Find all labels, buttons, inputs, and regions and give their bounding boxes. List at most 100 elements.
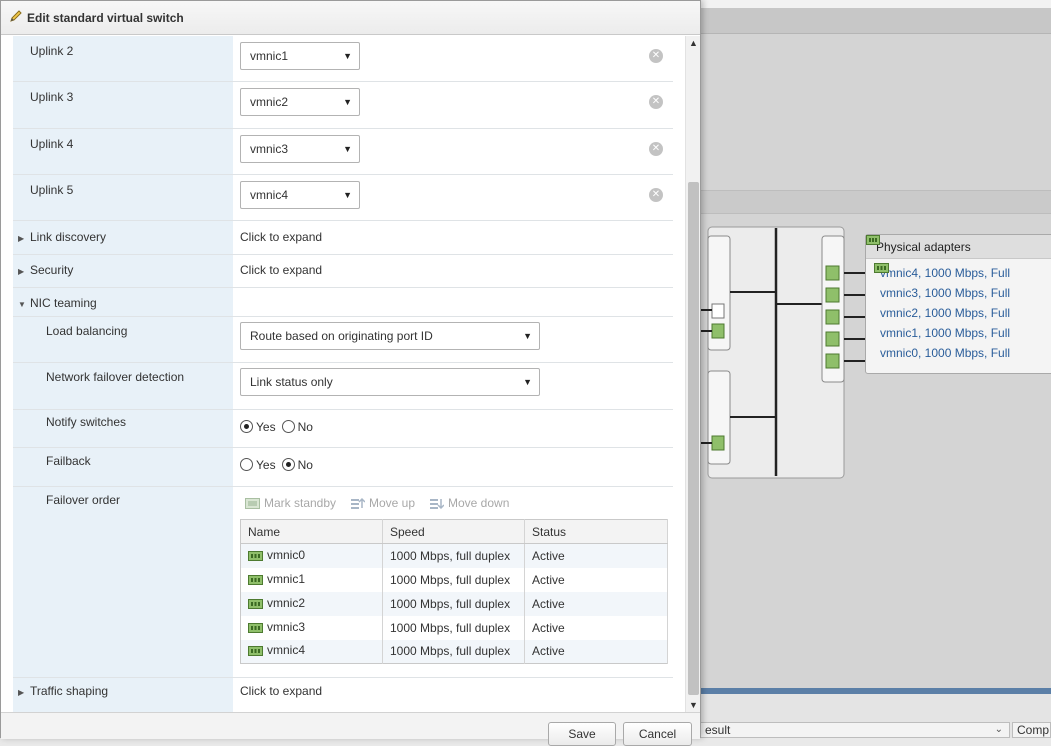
notify-switches-row: Notify switches Yes No <box>13 410 673 448</box>
security-row[interactable]: ▶Security Click to expand <box>13 255 673 288</box>
physical-adapters-panel: Physical adapters vmnic4, 1000 Mbps, Ful… <box>865 234 1051 374</box>
close-circle-icon[interactable]: ✕ <box>649 95 663 109</box>
link-discovery-expand[interactable]: Click to expand <box>240 230 323 244</box>
security-expand[interactable]: Click to expand <box>240 263 323 277</box>
dialog-body: Uplink 2 vmnic1▼ ✕ Uplink 3 vmnic2▼ ✕ Up… <box>13 36 673 712</box>
failover-detection-select[interactable]: Link status only▼ <box>240 368 540 396</box>
security-label[interactable]: ▶Security <box>18 263 74 277</box>
result-dropdown-text: esult <box>705 723 731 737</box>
topology-graphic <box>700 226 866 479</box>
move-down-button[interactable]: Move down <box>429 496 509 513</box>
scrollbar-thumb[interactable] <box>688 182 699 695</box>
physical-adapter-label: vmnic4, 1000 Mbps, Full <box>880 266 1011 280</box>
physical-adapter-item[interactable]: vmnic0, 1000 Mbps, Full <box>874 263 1010 363</box>
nic-name-cell: vmnic4 <box>240 639 383 664</box>
failback-yes-label[interactable]: Yes <box>256 458 276 472</box>
uplink-label: Uplink 5 <box>30 183 74 197</box>
nic-name: vmnic3 <box>267 619 306 634</box>
column-header-status[interactable]: Status <box>524 519 668 544</box>
dropdown-arrow-icon: ▼ <box>343 97 352 107</box>
uplink-row: Uplink 3 vmnic2▼ ✕ <box>13 82 673 129</box>
move-up-button[interactable]: Move up <box>350 496 415 513</box>
traffic-shaping-expand[interactable]: Click to expand <box>240 684 323 698</box>
physical-adapter-label: vmnic2, 1000 Mbps, Full <box>880 306 1011 320</box>
link-discovery-label[interactable]: ▶Link discovery <box>18 230 107 244</box>
notify-yes-label[interactable]: Yes <box>256 420 276 434</box>
scroll-up-arrow-icon[interactable]: ▲ <box>689 38 698 48</box>
uplink-select[interactable]: vmnic4▼ <box>240 181 360 209</box>
link-discovery-row[interactable]: ▶Link discovery Click to expand <box>13 221 673 255</box>
expand-triangle-icon: ▶ <box>18 267 25 276</box>
column-header-name[interactable]: Name <box>240 519 383 544</box>
load-balancing-select[interactable]: Route based on originating port ID▼ <box>240 322 540 350</box>
uplink-label: Uplink 4 <box>30 137 74 151</box>
physical-adapter-item[interactable]: vmnic1, 1000 Mbps, Full <box>874 263 1011 343</box>
nic-icon <box>248 574 263 588</box>
nic-name: vmnic1 <box>267 571 306 586</box>
background-top-band <box>700 0 1051 8</box>
chevron-down-icon: ⌄ <box>994 724 1003 735</box>
nic-name: vmnic0 <box>267 547 306 562</box>
failback-no-radio[interactable] <box>281 458 295 471</box>
comp-column-header[interactable]: Comp <box>1012 722 1051 738</box>
uplink-row: Uplink 4 vmnic3▼ ✕ <box>13 129 673 175</box>
notify-switches-options: Yes No <box>240 420 319 434</box>
nic-name-cell: vmnic0 <box>240 543 383 568</box>
uplink-label: Uplink 3 <box>30 90 74 104</box>
physical-adapter-item[interactable]: vmnic4, 1000 Mbps, Full <box>874 263 1010 283</box>
dialog-title-bar: Edit standard virtual switch <box>1 1 700 35</box>
close-circle-icon[interactable]: ✕ <box>649 49 663 63</box>
column-header-speed[interactable]: Speed <box>382 519 525 544</box>
result-dropdown[interactable]: esult ⌄ <box>700 722 1010 738</box>
nic-speed-cell: 1000 Mbps, full duplex <box>382 639 525 664</box>
uplink-select[interactable]: vmnic3▼ <box>240 135 360 163</box>
physical-adapter-item[interactable]: vmnic2, 1000 Mbps, Full <box>874 263 1011 323</box>
nic-icon <box>248 598 263 612</box>
nic-status-cell: Active <box>524 639 668 664</box>
failback-options: Yes No <box>240 458 319 472</box>
background-blue-bar <box>700 688 1051 694</box>
traffic-shaping-row[interactable]: ▶Traffic shaping Click to expand <box>13 678 673 712</box>
label-column <box>13 36 233 712</box>
physical-adapter-label: vmnic1, 1000 Mbps, Full <box>880 326 1011 340</box>
close-circle-icon[interactable]: ✕ <box>649 188 663 202</box>
mark-standby-icon <box>245 497 260 513</box>
uplink-select[interactable]: vmnic1▼ <box>240 42 360 70</box>
nic-status-cell: Active <box>524 567 668 592</box>
mark-standby-button[interactable]: Mark standby <box>245 496 336 513</box>
failback-yes-radio[interactable] <box>240 458 253 471</box>
failback-no-label[interactable]: No <box>297 458 313 472</box>
nic-speed-cell: 1000 Mbps, full duplex <box>382 615 525 640</box>
nic-status-cell: Active <box>524 591 668 616</box>
nic-teaming-row[interactable]: ▼NIC teaming <box>13 288 673 317</box>
uplink-select[interactable]: vmnic2▼ <box>240 88 360 116</box>
scroll-down-arrow-icon[interactable]: ▼ <box>689 700 698 710</box>
pencil-icon <box>9 2 23 36</box>
notify-switches-label: Notify switches <box>46 415 127 429</box>
dialog-scrollbar[interactable]: ▲ ▼ <box>685 36 700 712</box>
nic-teaming-label[interactable]: ▼NIC teaming <box>18 296 97 310</box>
table-header-row: Name Speed Status <box>240 519 668 544</box>
save-button[interactable]: Save <box>548 722 616 746</box>
physical-adapter-item[interactable]: vmnic3, 1000 Mbps, Full <box>874 263 1010 303</box>
failover-detection-label: Network failover detection <box>46 370 185 384</box>
notify-yes-radio[interactable] <box>240 420 253 433</box>
cancel-button[interactable]: Cancel <box>623 722 692 746</box>
close-circle-icon[interactable]: ✕ <box>649 142 663 156</box>
notify-no-radio[interactable] <box>281 420 295 433</box>
failover-order-row: Failover order Mark standby Move up Move… <box>13 487 673 678</box>
uplink-row: Uplink 5 vmnic4▼ ✕ <box>13 175 673 221</box>
nic-name: vmnic2 <box>267 595 306 610</box>
notify-no-label[interactable]: No <box>297 420 313 434</box>
nic-name-cell: vmnic2 <box>240 591 383 616</box>
nic-name-cell: vmnic1 <box>240 567 383 592</box>
traffic-shaping-label[interactable]: ▶Traffic shaping <box>18 684 109 698</box>
